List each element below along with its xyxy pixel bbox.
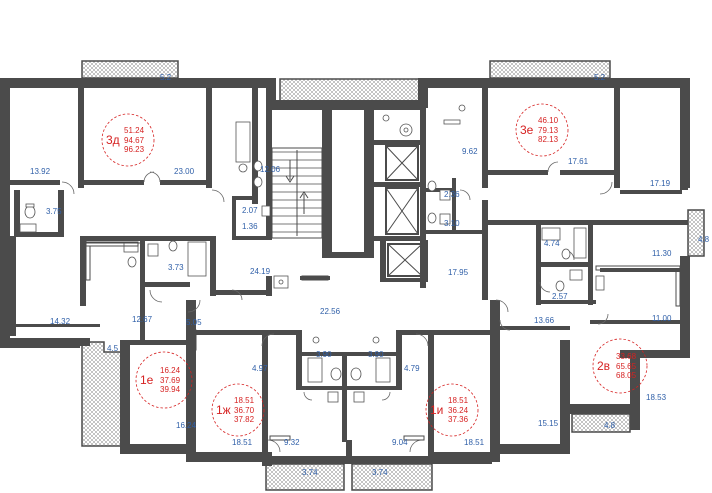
balcony-top-right — [489, 60, 611, 79]
apartment-living-area: 65.65 — [616, 362, 637, 371]
apartment-living-area: 36.24 — [448, 406, 469, 415]
apartment-area-area: 39.94 — [160, 385, 181, 394]
doors — [61, 161, 613, 453]
fixtures — [19, 104, 681, 441]
room-area-value: 9.04 — [392, 438, 408, 447]
apartment-total-area: 33.68 — [616, 352, 637, 361]
apartment-type-label: 1и — [430, 403, 443, 417]
room-area-value: 24.19 — [250, 267, 271, 276]
apartment-boundary-circle — [592, 338, 648, 394]
room-area-value: 18.51 — [464, 438, 485, 447]
balcony-bottom-center-right — [351, 463, 433, 491]
apartment-type-label: 1ж — [216, 403, 231, 417]
room-area-value: 13.92 — [30, 167, 51, 176]
room-area-value: 2.57 — [552, 292, 568, 301]
balcony-left-bottom — [81, 341, 123, 447]
room-area-value: 3.74 — [372, 468, 388, 477]
apartment-area-area: 96.23 — [124, 145, 145, 154]
interior-walls — [10, 88, 688, 456]
room-area-value: 2.36 — [444, 190, 460, 199]
balcony-bottom-right — [571, 413, 631, 433]
apartment-area-area: 37.82 — [234, 415, 255, 424]
room-area-value: 3.90 — [368, 350, 384, 359]
room-area-value: 13.66 — [534, 316, 555, 325]
apartment-type-label: 2в — [597, 359, 610, 373]
room-area-value: 4.74 — [544, 239, 560, 248]
room-area-value: 3.75 — [46, 207, 62, 216]
room-area-value: 2.07 — [242, 206, 258, 215]
room-area-value: 18.51 — [232, 438, 253, 447]
apartment-type-label: 3е — [520, 123, 534, 137]
room-area-value: 5.2 — [160, 73, 172, 82]
room-area-value: 3.90 — [316, 350, 332, 359]
apartment-type-label: 3д — [106, 133, 120, 147]
room-area-value: 23.00 — [174, 167, 195, 176]
room-area-value: 4.5 — [107, 344, 119, 353]
apartment-living-area: 37.69 — [160, 376, 181, 385]
exterior-walls — [0, 78, 690, 466]
elevators — [385, 145, 423, 277]
room-area-value: 9.32 — [284, 438, 300, 447]
apartment-area-area: 37.36 — [448, 415, 469, 424]
room-area-value: 5.2 — [594, 73, 606, 82]
room-area-value: 15.15 — [538, 419, 559, 428]
apartment-boundary-circle — [211, 383, 265, 437]
apartment-boundary-circle — [135, 351, 193, 409]
room-area-value: 17.61 — [568, 157, 589, 166]
room-area-value: 11.30 — [652, 249, 672, 258]
apartment-area-area: 68.05 — [616, 371, 637, 380]
room-area-value: 22.56 — [320, 307, 341, 316]
room-area-value: 9.62 — [462, 147, 478, 156]
apartment-type-label: 1е — [140, 373, 154, 387]
room-area-value: 4.97 — [252, 364, 268, 373]
apartment-total-area: 51.24 — [124, 126, 145, 135]
apartment-living-area: 79.13 — [538, 126, 559, 135]
room-area-value: 16.24 — [176, 421, 197, 430]
room-area-value: 17.95 — [448, 268, 469, 277]
apartment-living-area: 94.67 — [124, 136, 145, 145]
room-area-value: 1.36 — [242, 222, 258, 231]
apartment-living-area: 36.70 — [234, 406, 255, 415]
room-area-value: 5.05 — [186, 318, 202, 327]
apartment-total-area: 18.51 — [448, 396, 469, 405]
room-area-value: 4.8 — [698, 235, 710, 244]
room-area-value: 18.53 — [646, 393, 667, 402]
room-area-value: 12.06 — [260, 165, 281, 174]
room-area-value: 4.79 — [404, 364, 420, 373]
apartment-total-area: 46.10 — [538, 116, 559, 125]
room-area-value: 4.8 — [604, 421, 616, 430]
staircase — [271, 147, 323, 239]
room-area-value: 12.67 — [132, 315, 153, 324]
room-area-value: 3.10 — [444, 219, 460, 228]
apartment-boundary-circle — [425, 383, 479, 437]
balcony-top-center — [279, 78, 421, 102]
room-area-value: 3.73 — [168, 263, 184, 272]
room-area-value: 3.74 — [302, 468, 318, 477]
apartment-area-area: 82.13 — [538, 135, 559, 144]
apartment-boundary-circle — [515, 103, 569, 157]
room-area-labels: 5.2 5.2 13.92 23.00 12.06 2.07 1.36 3.75 9.62 2.3… — [30, 73, 710, 477]
apartment-total-area: 16.24 — [160, 366, 181, 375]
apartment-total-area: 18.51 — [234, 396, 255, 405]
apartment-boundary-circle — [101, 113, 155, 167]
room-area-value: 11.00 — [652, 314, 672, 323]
room-area-value: 14.32 — [50, 317, 71, 326]
room-area-value: 17.19 — [650, 179, 671, 188]
balcony-right — [687, 209, 705, 257]
